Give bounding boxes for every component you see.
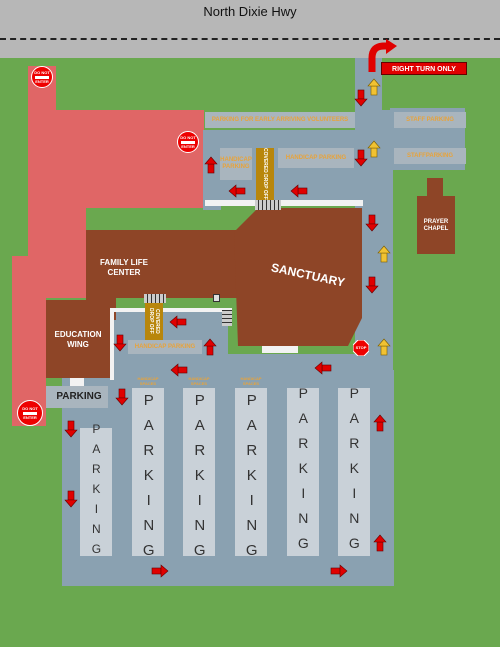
education-wing-label: EDUCATION WING xyxy=(54,330,102,349)
parking-bar-label: PARKING xyxy=(56,391,102,402)
restricted-area-upper xyxy=(56,110,204,208)
family-life-center-label: FAMILY LIFE CENTER xyxy=(99,258,148,277)
arrow-left-loop xyxy=(228,184,246,198)
do-not-enter-1-line1: DO NOT xyxy=(34,69,50,75)
parking-bar-area xyxy=(46,386,108,408)
arrow-right-lot-1 xyxy=(151,564,169,578)
prayer-chapel-entry xyxy=(427,178,443,198)
do-not-enter-1-line2: ENTER xyxy=(35,78,49,84)
handicap-parking-mid: HANDICAP PARKING xyxy=(128,340,202,354)
parking-column-4: HANDICAP SPACES PARKING xyxy=(235,376,267,567)
do-not-enter-3-bar xyxy=(23,411,37,415)
bollards-south xyxy=(144,294,166,303)
arrow-down-east-1 xyxy=(365,214,379,232)
parking-column-5-label: PARKING xyxy=(295,384,312,560)
do-not-enter-sign-3: DO NOT ENTER xyxy=(17,400,43,426)
arrow-left-front-2 xyxy=(314,361,332,375)
arrow-down-east-2 xyxy=(365,276,379,294)
restricted-area-mid xyxy=(46,208,86,298)
stop-sign: STOP xyxy=(352,339,370,357)
prayer-chapel-label: PRAYER CHAPEL xyxy=(423,218,449,232)
bollard-east xyxy=(222,310,232,326)
do-not-enter-2-line1: DO NOT xyxy=(180,134,196,140)
parking-column-3-label: PARKING xyxy=(191,391,209,567)
parking-column-1: PARKING xyxy=(80,422,112,562)
do-not-enter-2-line2: ENTER xyxy=(181,143,195,149)
arrow-up-loop-west xyxy=(204,156,218,174)
arrow-down-lot-3 xyxy=(64,490,78,508)
parking-column-2-handicap: HANDICAP SPACES xyxy=(137,376,159,386)
bollard-top xyxy=(213,294,220,302)
walkway-education xyxy=(70,378,84,386)
walkway-inner-left xyxy=(110,308,114,380)
parking-column-2-label: PARKING xyxy=(140,391,158,567)
do-not-enter-sign-2: DO NOT ENTER xyxy=(177,131,199,153)
walkway-inner xyxy=(112,308,232,312)
arrow-down-entrance-1 xyxy=(354,89,368,107)
arrow-down-lot-1 xyxy=(115,388,129,406)
parking-column-6-label: PARKING xyxy=(346,384,363,560)
arrow-up-entrance-2 xyxy=(367,140,381,158)
bollards-north xyxy=(255,200,281,210)
right-turn-only-banner: RIGHT TURN ONLY xyxy=(381,62,467,75)
parking-column-4-label: PARKING xyxy=(243,391,261,567)
staff-parking-north: STAFF PARKING xyxy=(394,112,466,128)
prayer-chapel-building xyxy=(417,196,455,254)
arrow-up-east-1 xyxy=(377,245,391,263)
arrow-up-lot-2 xyxy=(373,534,387,552)
staff-parking-south: STAFFPARKING xyxy=(394,148,466,164)
right-turn-arrow xyxy=(368,42,388,72)
sanctuary-shape xyxy=(234,208,362,346)
walkway-north xyxy=(205,200,363,206)
parking-column-2: HANDICAP SPACES PARKING xyxy=(132,376,164,567)
handicap-parking-small: HANDICAP PARKING xyxy=(220,148,252,180)
arrow-left-front-1 xyxy=(170,363,188,377)
covered-drop-off-south: COVERED DROP OFF xyxy=(145,302,163,340)
restricted-area-west xyxy=(12,256,46,426)
walkway-sanctuary xyxy=(262,346,298,353)
covered-drop-off-north: COVERED DROP OFF xyxy=(256,148,274,200)
do-not-enter-2-bar xyxy=(181,140,195,144)
arrow-down-lot-2 xyxy=(64,420,78,438)
highway: North Dixie Hwy xyxy=(0,0,500,58)
parking-column-4-handicap: HANDICAP SPACES xyxy=(240,376,262,386)
arrow-down-inner xyxy=(113,334,127,352)
parking-column-5: PARKING xyxy=(287,385,319,560)
stop-sign-text: STOP xyxy=(355,345,367,350)
arrow-up-east-2 xyxy=(377,338,391,356)
do-not-enter-3-line1: DO NOT xyxy=(22,405,38,411)
parking-column-6: PARKING xyxy=(338,385,370,560)
parking-column-3-handicap: HANDICAP SPACES xyxy=(188,376,210,386)
education-wing-building xyxy=(46,300,110,378)
arrow-down-entrance-2 xyxy=(354,149,368,167)
handicap-parking-top: HANDICAP PARKING xyxy=(278,148,354,168)
arrow-left-loop-2 xyxy=(290,184,308,198)
do-not-enter-1-bar xyxy=(35,75,49,79)
parking-column-3: HANDICAP SPACES PARKING xyxy=(183,376,215,567)
do-not-enter-3-line2: ENTER xyxy=(23,414,37,420)
arrow-up-inner xyxy=(203,338,217,356)
do-not-enter-sign-1: DO NOT ENTER xyxy=(31,66,53,88)
parking-column-1-label: PARKING xyxy=(89,422,104,562)
arrow-left-inner xyxy=(169,315,187,329)
arrow-up-lot-1 xyxy=(373,414,387,432)
lane-divider xyxy=(0,38,500,40)
arrow-up-entrance-1 xyxy=(367,78,381,96)
highway-name: North Dixie Hwy xyxy=(203,4,297,19)
arrow-right-lot-2 xyxy=(330,564,348,578)
early-volunteers-parking: PARKING FOR EARLY ARRIVING VOLUNTEERS xyxy=(205,112,355,128)
family-life-center-building xyxy=(86,230,238,298)
right-turn-arrowhead xyxy=(386,39,397,54)
